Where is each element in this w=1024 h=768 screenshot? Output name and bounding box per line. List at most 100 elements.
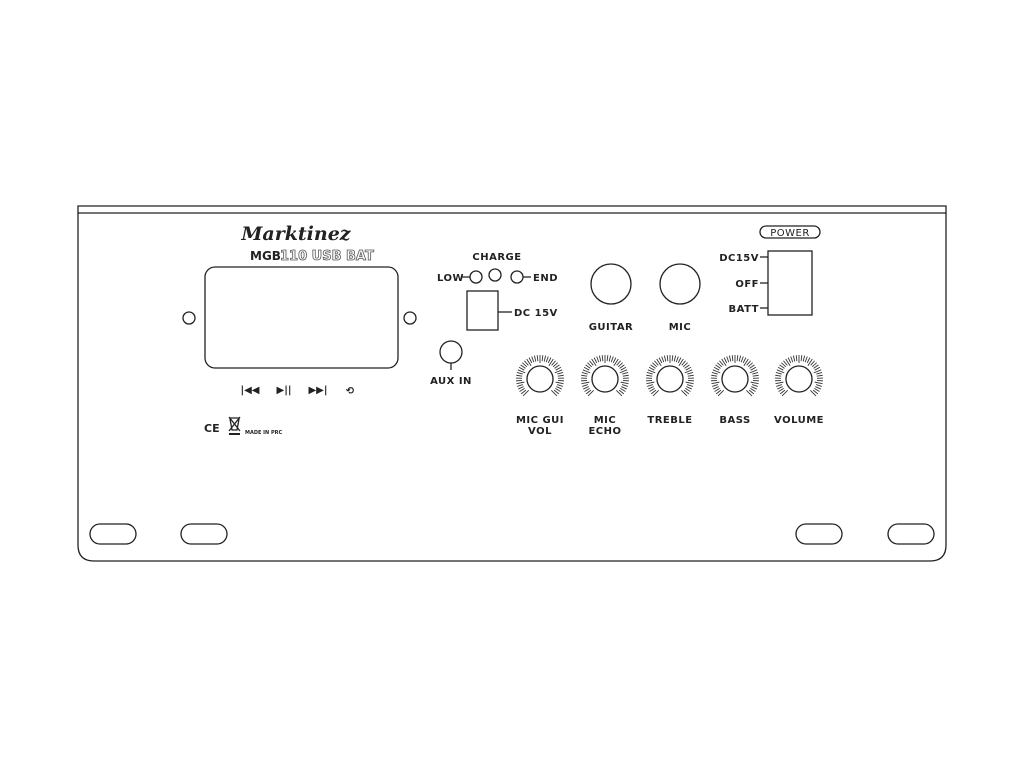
play-pause-icon[interactable]: ▶|| — [277, 385, 292, 396]
knob-tick — [683, 389, 690, 395]
knob-tick — [648, 386, 654, 390]
knob-tick — [677, 357, 682, 364]
knob-tick — [685, 388, 691, 392]
knob-tick — [815, 386, 821, 390]
knob-tick — [681, 360, 686, 366]
knob-tick — [813, 364, 819, 369]
power-switch[interactable] — [767, 250, 813, 316]
knob-tick — [520, 389, 527, 395]
knob-tick — [620, 366, 627, 371]
knob-cap[interactable] — [526, 365, 554, 393]
power-badge — [759, 225, 821, 239]
knob-tick — [585, 364, 591, 369]
knob-tick — [583, 386, 589, 390]
ce-mark: CE — [204, 422, 220, 435]
foot-slot — [887, 523, 935, 545]
knob-cap[interactable] — [591, 365, 619, 393]
knob-bass[interactable]: BASS — [711, 355, 759, 426]
knob-tick — [810, 360, 815, 366]
knob-tick — [712, 369, 721, 374]
previous-icon[interactable]: |◀◀ — [240, 385, 259, 396]
knob-tick — [678, 358, 684, 366]
knob-tick — [516, 374, 523, 377]
knob-tick — [682, 362, 688, 368]
knob-tick — [711, 372, 718, 375]
knob-tick — [652, 362, 658, 368]
knob-tick — [557, 372, 564, 375]
knob-tick — [650, 364, 656, 369]
knob-tick — [654, 360, 659, 366]
knob-tick — [531, 356, 535, 363]
knob-cap[interactable] — [721, 365, 749, 393]
knob-tick — [646, 374, 653, 377]
knob-tick — [804, 356, 808, 363]
knob-tick — [518, 366, 525, 371]
knob-tick — [533, 355, 537, 362]
knob-tick — [666, 355, 669, 362]
knob-tick — [619, 369, 628, 374]
knob-tick — [581, 372, 588, 375]
knob-tick — [779, 389, 786, 395]
knob-tick — [685, 366, 692, 371]
guitar-label: GUITAR — [589, 322, 634, 333]
knob-tick — [612, 357, 617, 364]
knob-tick — [522, 362, 528, 368]
power-pos-batt: BATT — [729, 304, 759, 315]
feet — [89, 523, 935, 545]
knob-tick — [812, 389, 819, 395]
knob-tick — [792, 355, 796, 362]
repeat-icon[interactable]: ⟲ — [346, 386, 355, 397]
led-low — [469, 270, 483, 284]
knob-tick — [814, 381, 823, 385]
next-icon[interactable]: ▶▶| — [308, 385, 327, 396]
foot-slot — [89, 523, 137, 545]
aux-in-label: AUX IN — [430, 376, 472, 387]
knob-tick — [647, 384, 654, 387]
knob-tick — [541, 355, 544, 362]
knob-tick — [781, 362, 787, 368]
knob-cap[interactable] — [656, 365, 684, 393]
aux-in-jack[interactable] — [439, 340, 463, 364]
knob-tick — [582, 369, 591, 374]
knob-tick — [656, 358, 662, 366]
knob-tick — [686, 386, 692, 390]
knob-tick — [555, 388, 561, 392]
knob-tick — [680, 389, 688, 397]
knob-label: TREBLE — [647, 415, 692, 426]
knob-tick — [617, 362, 623, 368]
knob-tick — [547, 357, 552, 364]
knob-tick — [714, 388, 720, 392]
knob-tick — [647, 369, 656, 374]
knob-tick — [528, 357, 533, 364]
knob-volume[interactable]: VOLUME — [774, 355, 824, 426]
knob-tick — [517, 384, 524, 387]
mic-label: MIC — [669, 322, 692, 333]
knob-tick — [802, 355, 806, 362]
knob-cap[interactable] — [785, 365, 813, 393]
knob-tick — [717, 362, 723, 368]
knob-tick — [800, 355, 803, 362]
knob-tick — [601, 355, 604, 362]
knob-tick — [719, 360, 724, 366]
knob-tick — [649, 388, 655, 392]
knob-tick — [776, 384, 783, 387]
knob-tick — [621, 384, 628, 387]
knob-tick — [743, 358, 749, 366]
knob-tick — [518, 386, 524, 390]
knob-tick — [713, 366, 720, 371]
knob-tick — [582, 384, 589, 387]
knob-tick — [548, 358, 554, 366]
knob-tick — [790, 356, 794, 363]
guitar-jack[interactable] — [590, 263, 632, 305]
knob-tick — [621, 386, 627, 390]
dc-jack[interactable] — [466, 290, 499, 331]
knob-tick — [596, 356, 600, 363]
mic-jack[interactable] — [659, 263, 701, 305]
dc-jack-label: DC 15V — [514, 308, 558, 319]
knob-tick — [726, 356, 730, 363]
knob-treble[interactable]: TREBLE — [646, 355, 694, 426]
